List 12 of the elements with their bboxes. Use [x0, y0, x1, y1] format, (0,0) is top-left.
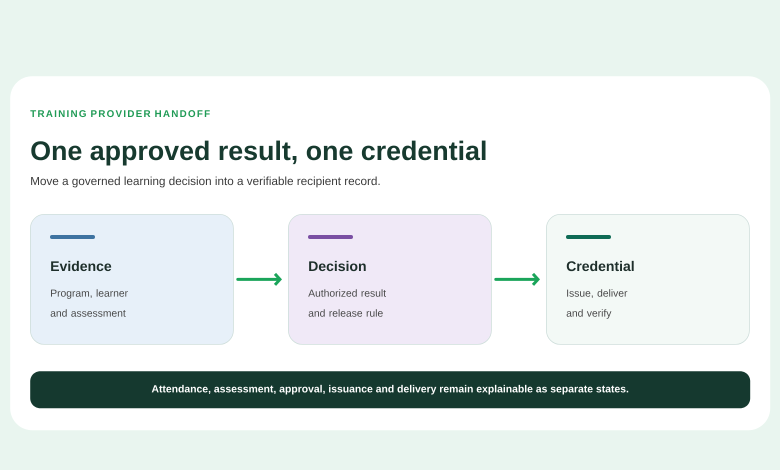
card-heading: Evidence	[51, 260, 112, 272]
card-heading: Credential	[566, 260, 634, 272]
card-text: Authorized result and release rule	[308, 289, 386, 317]
card-text: Program, learner and assessment	[50, 289, 128, 317]
arrow	[236, 272, 282, 286]
arrow	[494, 272, 540, 286]
card-heading: Decision	[309, 260, 366, 272]
kicker-label: TRAINING PROVIDER HANDOFF	[30, 110, 210, 118]
subtitle: Move a governed learning decision into a verifiable recipient record.	[31, 176, 380, 188]
banner: Attendance, assessment, approval, issuance and delivery remain explainable as separate states.	[30, 371, 750, 408]
title: One approved result, one credential	[31, 140, 486, 166]
card-text: Issue, deliver and verify	[566, 289, 628, 319]
